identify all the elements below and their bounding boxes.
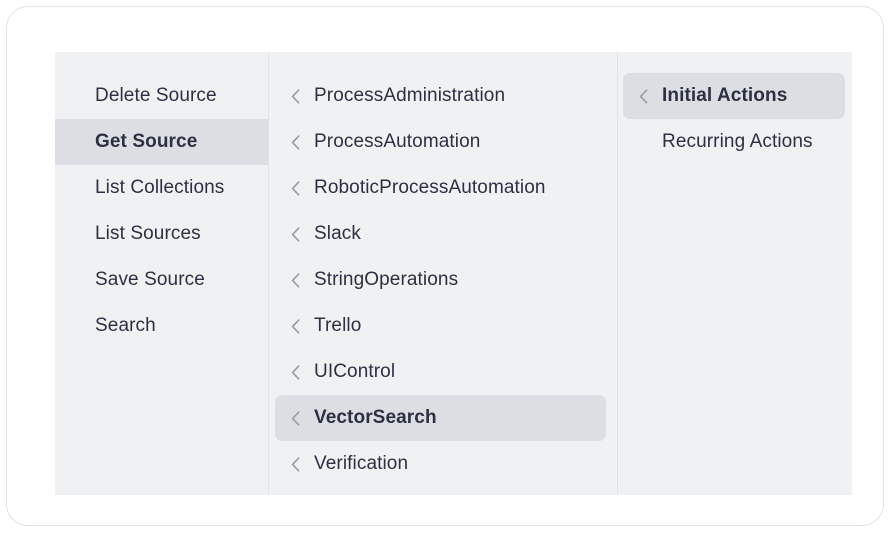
- chevron-left-icon: [287, 456, 304, 473]
- menu-item-uicontrol[interactable]: UIControl: [275, 349, 606, 395]
- chevron-left-icon: [287, 272, 304, 289]
- menu-item-initial-actions[interactable]: Initial Actions: [623, 73, 845, 119]
- menu-item-roboticprocessautomation[interactable]: RoboticProcessAutomation: [275, 165, 606, 211]
- menu-item-label: Initial Actions: [662, 85, 788, 106]
- menu-item-label: List Sources: [95, 223, 201, 244]
- chevron-left-icon: [287, 180, 304, 197]
- menu-item-label: Verification: [314, 453, 409, 474]
- menu-item-label: List Collections: [95, 177, 225, 198]
- menu-item-label: Get Source: [95, 131, 198, 152]
- menu-item-delete-source[interactable]: Delete Source: [55, 73, 268, 119]
- menu-item-get-source[interactable]: Get Source: [55, 119, 268, 165]
- menu-item-label: Delete Source: [95, 85, 217, 106]
- menu-item-verification[interactable]: Verification: [275, 441, 606, 487]
- chevron-left-icon: [287, 226, 304, 243]
- menu-item-label: Save Source: [95, 269, 205, 290]
- chevron-left-icon: [635, 88, 652, 105]
- chevron-left-icon: [287, 88, 304, 105]
- chevron-left-icon: [287, 410, 304, 427]
- menu-item-label: ProcessAdministration: [314, 85, 506, 106]
- menu-item-search[interactable]: Search: [55, 303, 268, 349]
- menu-item-label: StringOperations: [314, 269, 459, 290]
- menu-item-label: UIControl: [314, 361, 396, 382]
- chevron-left-icon: [287, 318, 304, 335]
- menu-item-label: VectorSearch: [314, 407, 437, 428]
- menu-item-label: RoboticProcessAutomation: [314, 177, 546, 198]
- menu-item-recurring-actions[interactable]: Recurring Actions: [623, 119, 845, 165]
- chevron-left-icon: [287, 364, 304, 381]
- menu-item-label: Slack: [314, 223, 361, 244]
- chevron-left-icon: [287, 134, 304, 151]
- menu-item-trello[interactable]: Trello: [275, 303, 606, 349]
- menu-item-processautomation[interactable]: ProcessAutomation: [275, 119, 606, 165]
- menu-item-stringoperations[interactable]: StringOperations: [275, 257, 606, 303]
- menu-item-save-source[interactable]: Save Source: [55, 257, 268, 303]
- menu-item-label: Search: [95, 315, 156, 336]
- menu-item-label: Recurring Actions: [662, 131, 813, 152]
- menu-item-label: ProcessAutomation: [314, 131, 481, 152]
- menu-item-list-sources[interactable]: List Sources: [55, 211, 268, 257]
- menu-item-vectorsearch[interactable]: VectorSearch: [275, 395, 606, 441]
- menu-item-processadministration[interactable]: ProcessAdministration: [275, 73, 606, 119]
- menu-item-label: Trello: [314, 315, 362, 336]
- menu-item-slack[interactable]: Slack: [275, 211, 606, 257]
- menu-item-list-collections[interactable]: List Collections: [55, 165, 268, 211]
